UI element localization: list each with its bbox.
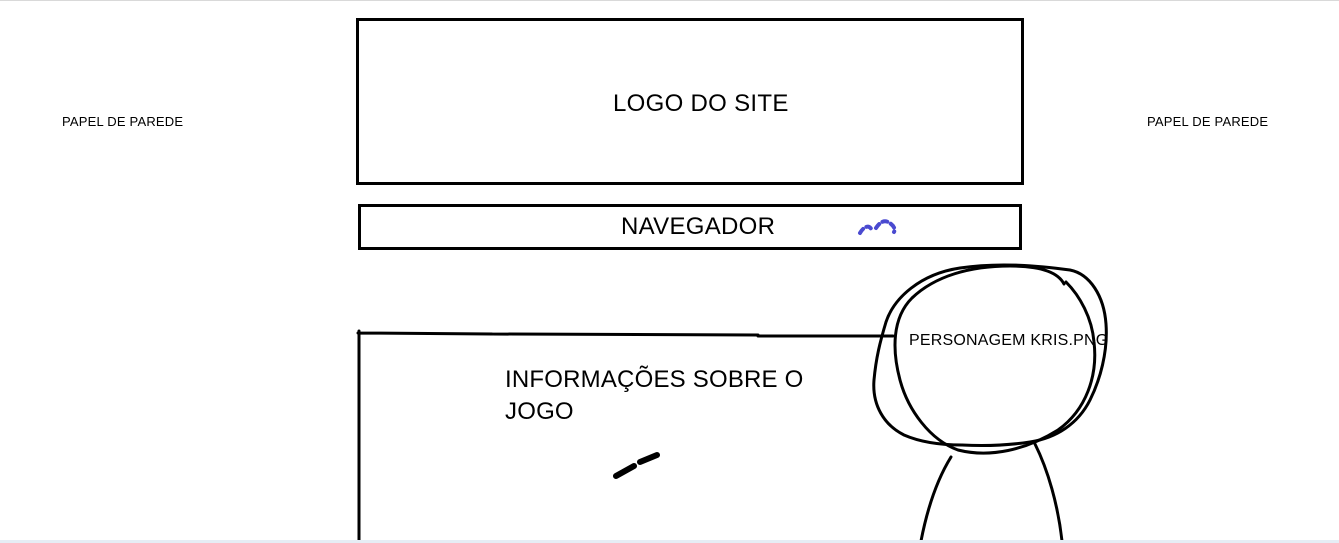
- info-panel-outline: [356, 329, 895, 543]
- character-label: PERSONAGEM KRIS.PNG: [909, 332, 1109, 349]
- top-divider: [0, 0, 1339, 1]
- navigator-box: [358, 204, 1022, 250]
- logo-box: [356, 18, 1024, 185]
- navigator-label: NAVEGADOR: [621, 213, 776, 240]
- bottom-divider: [0, 540, 1339, 543]
- wallpaper-label-left: PAPEL DE PAREDE: [62, 114, 184, 129]
- black-scribble-mark: [613, 452, 660, 479]
- wallpaper-label-right: PAPEL DE PAREDE: [1147, 114, 1269, 129]
- character-body-right: [1033, 442, 1064, 543]
- logo-label: LOGO DO SITE: [613, 90, 789, 117]
- character-head-inner: [893, 264, 1097, 455]
- game-info-label: INFORMAÇÕES SOBRE O JOGO: [505, 366, 804, 425]
- character-body-left: [919, 455, 953, 543]
- blue-scribble-mark: [858, 219, 897, 235]
